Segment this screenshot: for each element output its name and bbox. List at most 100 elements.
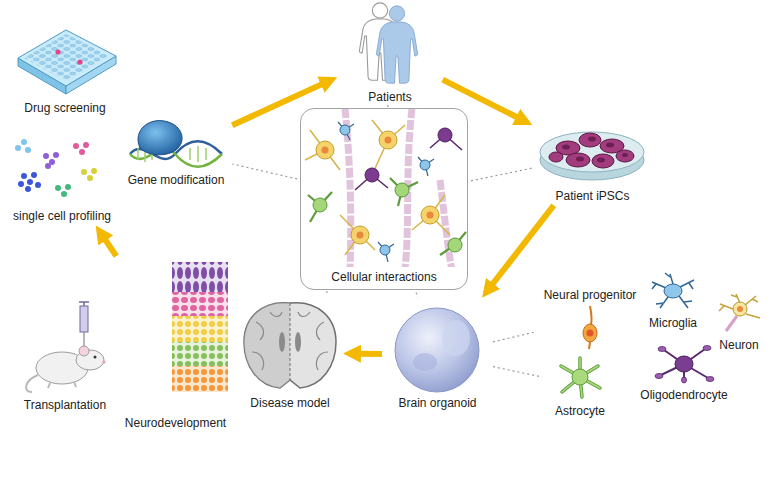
well-plate — [55, 49, 60, 54]
association-line — [493, 367, 542, 377]
node-label: Patient iPSCs — [555, 189, 629, 203]
node-label: Microglia — [649, 316, 697, 330]
cellular-interactions-picture — [365, 128, 452, 182]
mouse-with-syringe — [79, 302, 89, 306]
cortical-layers — [172, 366, 228, 392]
culture-dish — [588, 137, 596, 142]
cellular-interactions-picture — [351, 226, 369, 244]
single-cell-scatter — [53, 152, 59, 158]
dna-and-protein — [130, 149, 222, 167]
figure-label: Brain organoid — [385, 300, 490, 410]
culture-dish — [540, 132, 644, 180]
association-line — [326, 291, 328, 294]
cellular-interactions-picture — [380, 245, 390, 255]
node-label: Drug screening — [24, 101, 105, 115]
node-label: Astrocyte — [555, 404, 605, 418]
association-line — [471, 168, 532, 181]
patient-silhouettes — [359, 3, 417, 83]
culture-dish — [549, 152, 563, 162]
patient-silhouettes — [376, 6, 417, 83]
single-cell-scatter — [73, 143, 79, 149]
arrow-shaft — [443, 80, 520, 119]
oligodendrocyte-cell — [682, 377, 687, 383]
figure-label: Drug screening — [10, 22, 120, 115]
cellular-interactions-picture — [301, 109, 467, 267]
node-label: Disease model — [250, 396, 329, 410]
oligodendrocyte-cell — [661, 349, 708, 378]
culture-dish — [576, 157, 584, 162]
cortical-layers — [172, 342, 228, 366]
culture-dish — [616, 150, 634, 162]
culture-dish — [592, 154, 614, 168]
cellular-interactions-picture — [340, 125, 430, 255]
brain-section — [244, 303, 290, 388]
single-cell-scatter — [91, 168, 97, 174]
brain-organoid-sphere — [442, 320, 470, 356]
single-cell-scatter — [35, 182, 41, 188]
culture-dish — [622, 153, 628, 157]
association-line — [387, 105, 388, 107]
culture-dish — [540, 132, 644, 172]
mouse-with-syringe — [79, 346, 89, 356]
single-cell-scatter — [15, 145, 21, 151]
single-cell-scatter — [65, 184, 71, 190]
single-cell-scatter — [15, 139, 97, 197]
well-plate — [18, 30, 116, 94]
single-cell-scatter — [87, 175, 93, 181]
association-line — [416, 293, 418, 298]
cellular-interactions-picture — [313, 198, 327, 212]
microglia-cell — [652, 273, 694, 308]
figure-label: single cell profiling — [2, 128, 122, 223]
mouse-with-syringe — [26, 375, 38, 392]
well-plate — [24, 34, 110, 81]
cell-label: Microglia — [642, 268, 704, 330]
single-cell-scatter — [18, 172, 41, 192]
cellular-interactions-picture — [355, 135, 462, 190]
well-plate — [77, 59, 82, 64]
cellular-interactions-picture — [340, 125, 350, 135]
cellular-interactions-picture — [338, 122, 434, 262]
brain-section — [290, 303, 291, 380]
dashed-link — [471, 168, 532, 181]
cellular-interactions-picture — [421, 206, 439, 224]
dashed-link — [326, 291, 328, 294]
dashed-link — [493, 367, 542, 377]
cortical-layers — [172, 262, 228, 392]
brain-section — [244, 303, 336, 388]
single-cell-scatter — [43, 153, 49, 159]
node-label: single cell profiling — [13, 209, 111, 223]
astrocyte-cell — [561, 358, 600, 397]
single-cell-scatter — [18, 181, 24, 187]
cellular-interactions-picture — [385, 137, 392, 144]
brain-section — [295, 332, 301, 352]
neuron-cell — [726, 316, 737, 331]
cortical-layers — [172, 316, 228, 342]
figure-label: Disease model — [240, 295, 340, 410]
flow-arrow — [232, 83, 324, 125]
node-label: Neural progenitor — [544, 288, 637, 302]
arrow-shaft — [104, 237, 117, 256]
rounded-box: Cellular interactions — [300, 108, 468, 290]
single-cell-scatter — [31, 172, 37, 178]
flow-arrow — [491, 205, 554, 286]
figure-label: Transplantation — [15, 300, 115, 412]
single-cell-scatter — [15, 139, 31, 153]
cortical-layers — [172, 262, 228, 292]
single-cell-scatter — [21, 139, 27, 145]
node-label: Cellular interactions — [331, 270, 436, 284]
single-cell-scatter — [81, 169, 87, 175]
flow-arrow — [443, 80, 520, 119]
cellular-interactions-picture — [420, 160, 430, 170]
neuron-cell — [719, 294, 760, 318]
oligodendrocyte-cell — [658, 347, 666, 352]
mouse-with-syringe — [94, 356, 97, 359]
cellular-interactions-picture — [313, 183, 462, 252]
oligodendrocyte-cell — [675, 356, 693, 372]
arrow-shaft — [491, 205, 554, 286]
cellular-interactions-picture — [438, 128, 452, 142]
mouse-with-syringe — [103, 361, 106, 364]
cellular-interactions-picture — [365, 168, 379, 182]
